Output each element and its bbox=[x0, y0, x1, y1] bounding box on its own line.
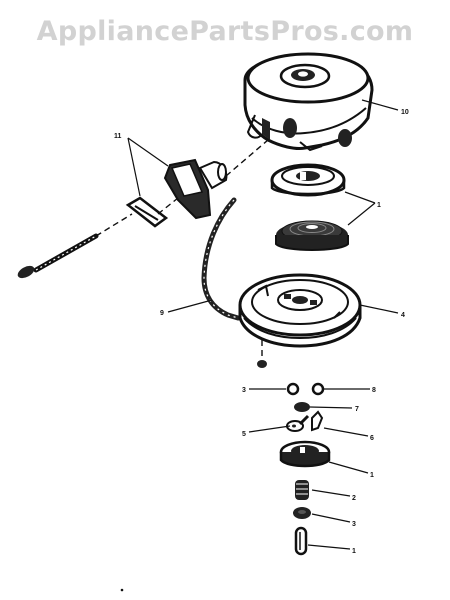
callout-9: 9 bbox=[160, 310, 164, 317]
watermark: AppliancePartsPros.com bbox=[36, 16, 414, 47]
long-bolt bbox=[17, 233, 99, 279]
leader-4 bbox=[328, 461, 369, 474]
leader-10 bbox=[361, 99, 399, 111]
washer-center bbox=[294, 402, 310, 412]
callout-1: 1 bbox=[370, 472, 374, 479]
starter-housing bbox=[243, 52, 374, 152]
starter-pulley bbox=[238, 273, 362, 368]
assembly-line-insert bbox=[157, 197, 179, 215]
starter-rope bbox=[201, 197, 241, 321]
callout-3: 3 bbox=[352, 521, 356, 528]
leader-rope bbox=[167, 299, 213, 313]
handle-insert bbox=[125, 196, 169, 228]
starter-handle bbox=[163, 158, 228, 220]
stray-mark bbox=[120, 588, 124, 592]
pawl-left bbox=[286, 414, 310, 432]
pawl-right bbox=[311, 410, 324, 432]
callout-7: 7 bbox=[355, 406, 359, 413]
washer-right bbox=[311, 382, 325, 396]
callout-4: 4 bbox=[401, 312, 405, 319]
leader-11a bbox=[127, 137, 169, 167]
callout-2: 2 bbox=[352, 495, 356, 502]
washer-left bbox=[286, 382, 300, 396]
callout-8: 8 bbox=[372, 387, 376, 394]
leader-6 bbox=[323, 427, 369, 437]
ratchet-cup bbox=[279, 440, 331, 468]
recoil-spring bbox=[275, 220, 349, 251]
callout-1b: 1 bbox=[377, 202, 381, 209]
leader-11b bbox=[127, 137, 141, 197]
callout-6: 6 bbox=[370, 435, 374, 442]
assembly-line-bolt bbox=[95, 213, 133, 237]
callout-5: 5 bbox=[242, 431, 246, 438]
callout-3l: 3 bbox=[242, 387, 246, 394]
callout-10: 10 bbox=[401, 109, 409, 116]
flat-washer bbox=[293, 507, 311, 519]
leader-1 bbox=[311, 489, 351, 497]
compression-spring bbox=[295, 480, 309, 500]
leader-5 bbox=[248, 425, 291, 433]
callout-1-bottom: 1 bbox=[352, 548, 356, 555]
callout-11: 11 bbox=[114, 133, 122, 140]
leader-2 bbox=[311, 513, 351, 523]
retaining-pin bbox=[294, 526, 308, 556]
leader-3 bbox=[307, 544, 351, 550]
spring-retainer-cup bbox=[270, 163, 346, 197]
leader-9b bbox=[347, 202, 376, 226]
leader-9a bbox=[344, 191, 376, 204]
leader-7 bbox=[309, 406, 353, 409]
leader-8 bbox=[359, 304, 399, 314]
assembly-line-handle bbox=[225, 139, 269, 177]
